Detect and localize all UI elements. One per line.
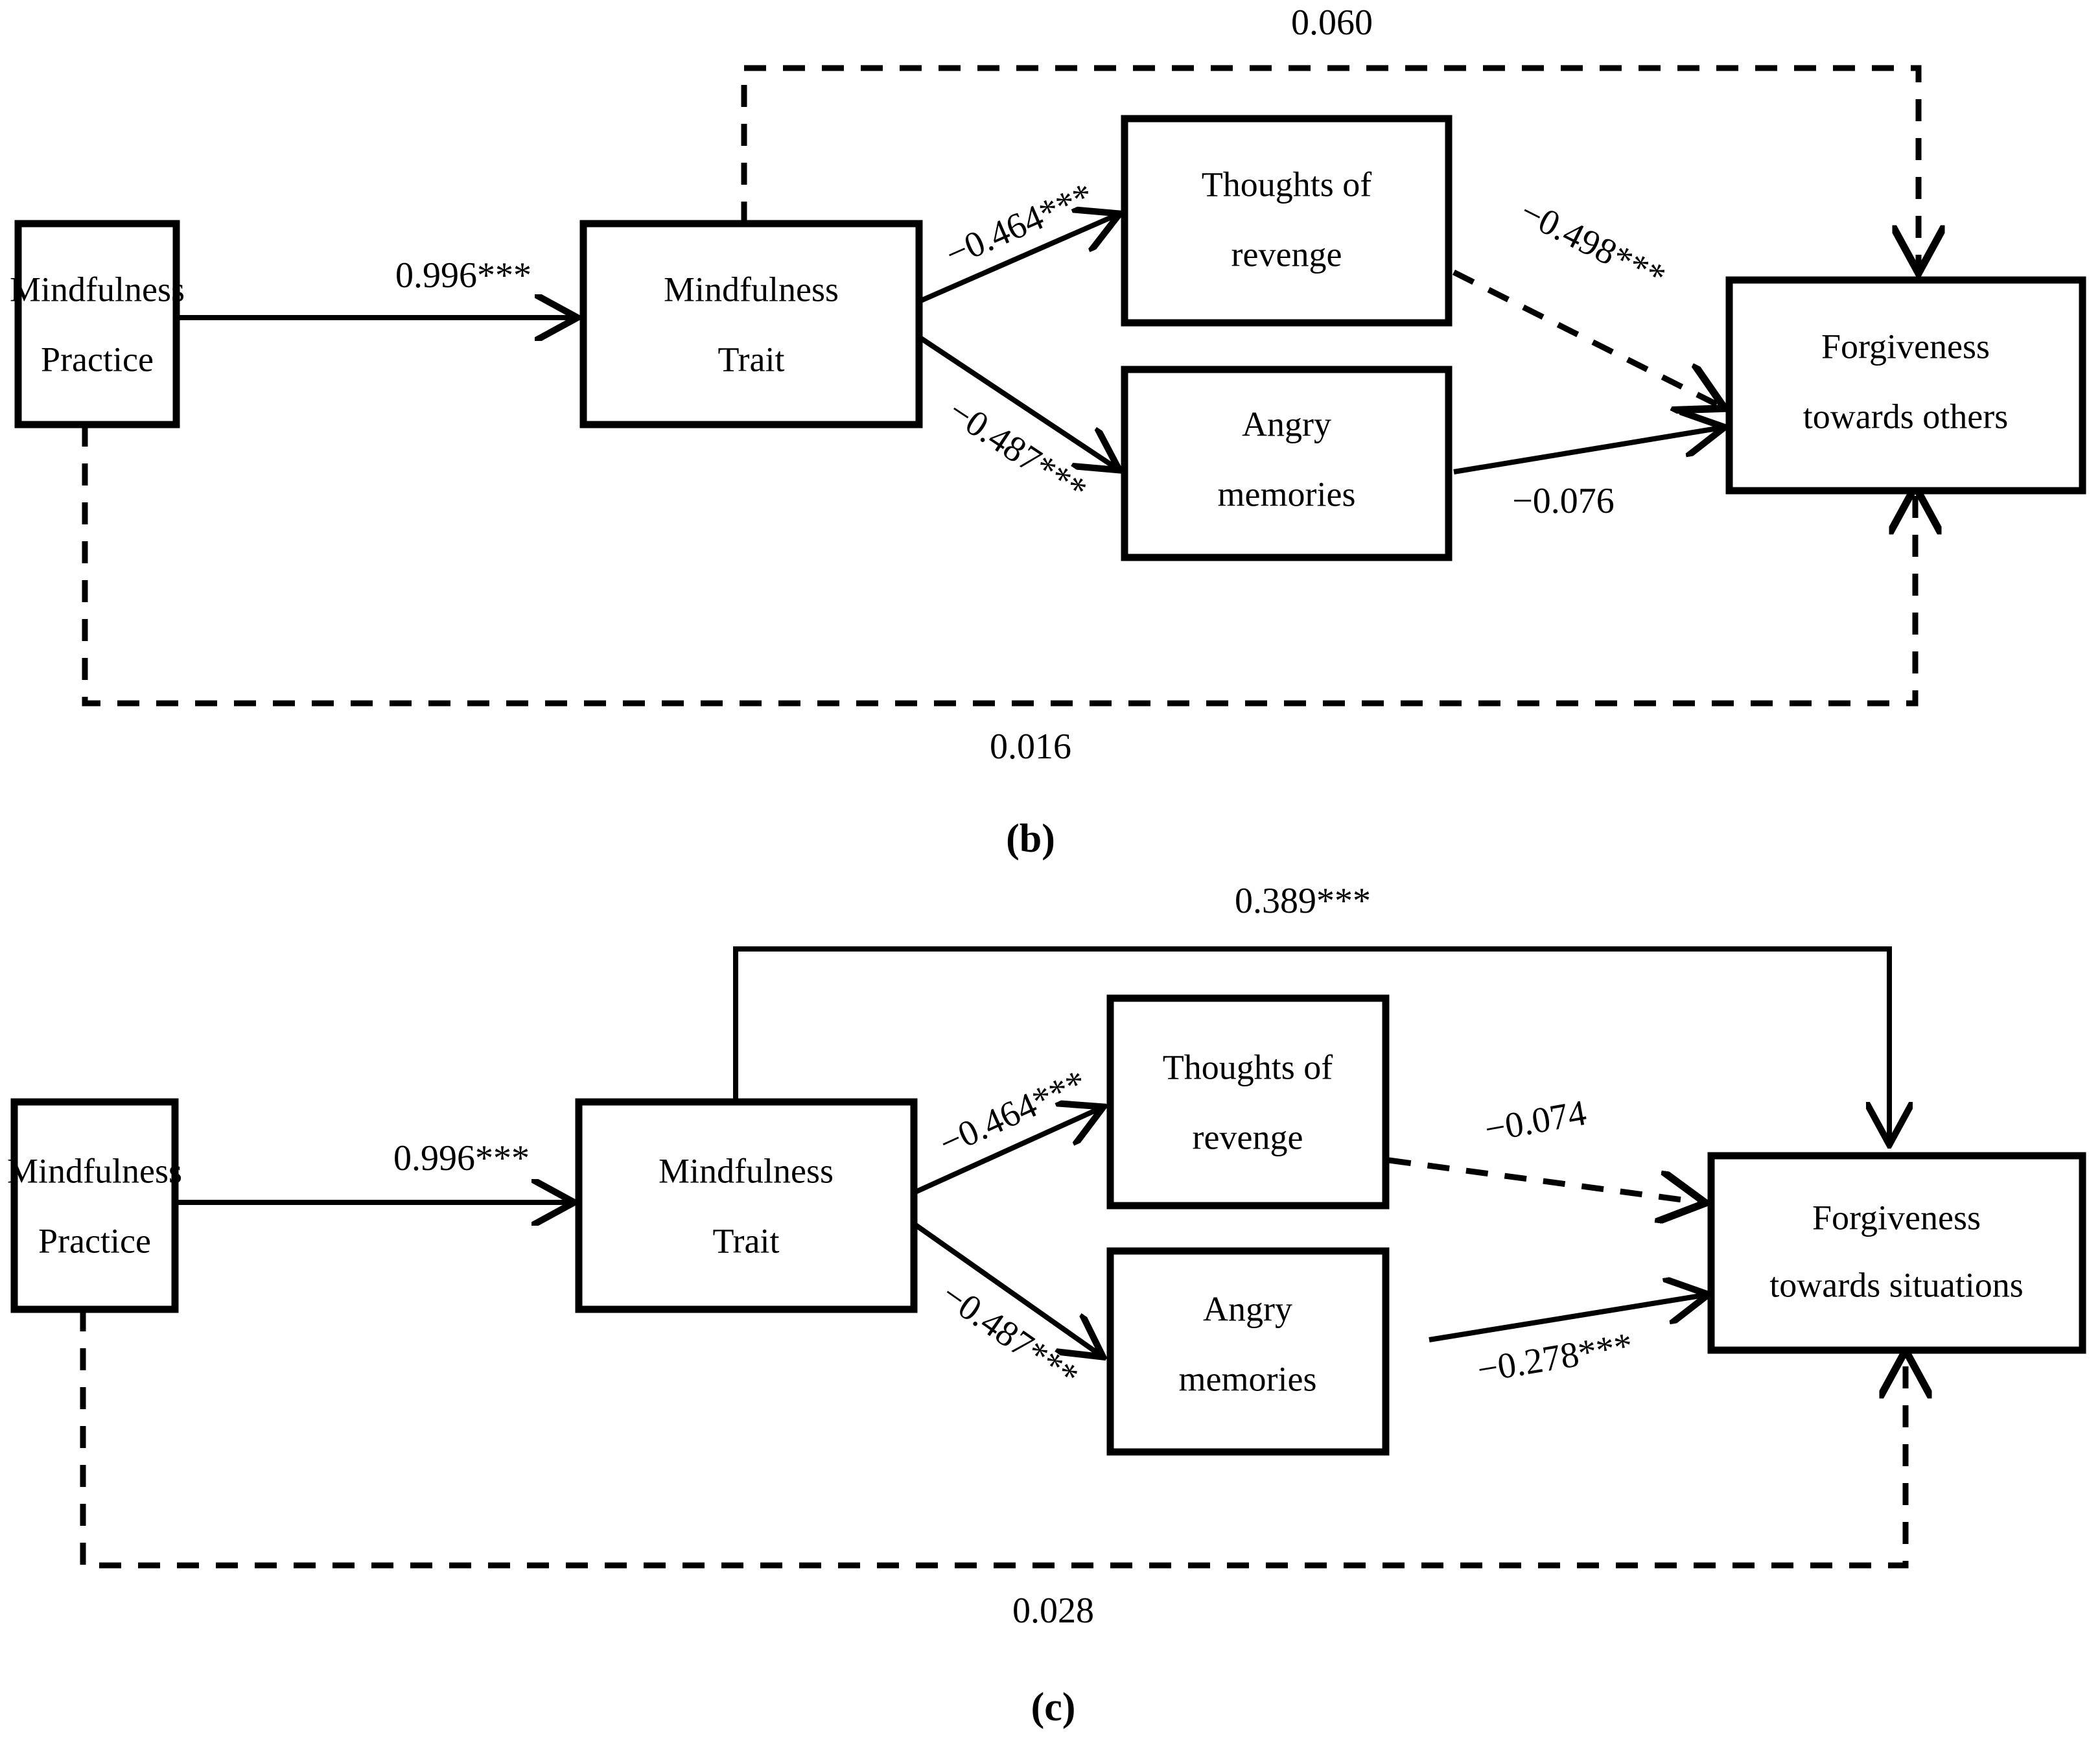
node-mindfulness-practice-b[interactable]: Mindfulness Practice: [10, 220, 185, 428]
node-label-line1: Mindfulness: [10, 270, 185, 309]
node-box: [1725, 276, 2086, 495]
path-label-mp-mt-c: 0.996***: [393, 1138, 530, 1178]
node-label-line2: towards others: [1803, 397, 2008, 436]
node-thoughts-of-revenge-c[interactable]: Thoughts of revenge: [1106, 994, 1390, 1210]
node-label-line1: Thoughts of: [1163, 1047, 1333, 1086]
path-mt-am-line-c: [912, 1221, 1100, 1355]
node-label-line1: Mindfulness: [664, 270, 839, 309]
path-label-mp-mt: 0.996***: [395, 255, 531, 296]
panel-caption-c: (c): [1031, 1685, 1076, 1729]
path-am-fs-line: [1429, 1295, 1705, 1342]
panel-b: 0.060 0.016 0.996*** −0.464*** −0.487***…: [10, 3, 2086, 861]
node-box: [14, 220, 180, 428]
node-thoughts-of-revenge-b[interactable]: Thoughts of revenge: [1121, 115, 1452, 327]
path-tr-fs-line: [1388, 1157, 1701, 1202]
panel-c: 0.389*** 0.028 0.996*** −0.464*** −0.487…: [7, 881, 2086, 1729]
node-box: [1106, 1247, 1390, 1456]
path-mp-fs-direct-line: [80, 1309, 1906, 1569]
node-label-line2: Trait: [718, 340, 784, 379]
node-forgiveness-towards-situations-c[interactable]: Forgiveness towards situations: [1707, 1152, 2086, 1354]
node-box: [1707, 1152, 2086, 1354]
node-label-line2: memories: [1218, 474, 1356, 513]
node-label-line1: Mindfulness: [7, 1151, 182, 1190]
node-mindfulness-practice-c[interactable]: Mindfulness Practice: [7, 1098, 182, 1313]
node-label-line2: memories: [1179, 1359, 1317, 1398]
path-mt-tr-line-c: [913, 1108, 1100, 1195]
node-box: [10, 1098, 179, 1313]
path-label-mp-fs-direct: 0.028: [1012, 1591, 1094, 1631]
path-label-mt-fs-direct: 0.389***: [1235, 881, 1371, 921]
node-box: [1121, 115, 1452, 327]
panel-caption-b: (b): [1006, 817, 1055, 861]
path-mt-fs-direct-line: [733, 946, 1889, 1141]
node-forgiveness-towards-others-b[interactable]: Forgiveness towards others: [1725, 276, 2086, 495]
node-box: [1106, 994, 1390, 1210]
node-label-line1: Forgiveness: [1812, 1198, 1981, 1237]
path-mt-tr-line: [918, 215, 1116, 304]
path-label-mp-fo-direct: 0.016: [990, 727, 1071, 767]
node-label-line1: Forgiveness: [1821, 327, 1990, 366]
node-angry-memories-c[interactable]: Angry memories: [1106, 1247, 1390, 1456]
path-label-mt-fo-direct: 0.060: [1291, 3, 1373, 43]
path-mp-fo-direct-line: [82, 425, 1915, 707]
node-mindfulness-trait-b[interactable]: Mindfulness Trait: [579, 220, 923, 428]
node-label-line2: Trait: [712, 1221, 779, 1260]
node-label-line1: Thoughts of: [1202, 165, 1372, 204]
node-label-line1: Mindfulness: [659, 1151, 834, 1190]
node-label-line2: Practice: [38, 1221, 151, 1260]
path-label-tr-fo: −0.498***: [1513, 191, 1672, 298]
node-label-line2: towards situations: [1769, 1265, 2023, 1304]
node-label-line2: revenge: [1231, 235, 1342, 274]
node-box: [579, 220, 923, 428]
node-box: [1121, 366, 1452, 561]
path-label-am-fs: −0.278***: [1475, 1326, 1635, 1390]
node-angry-memories-b[interactable]: Angry memories: [1121, 366, 1452, 561]
node-label-line2: revenge: [1193, 1117, 1303, 1156]
path-tr-fo-line: [1452, 269, 1721, 406]
path-mt-fo-direct-line: [741, 65, 1919, 269]
path-mt-am-line: [917, 334, 1116, 468]
path-label-tr-fs: −0.074: [1482, 1093, 1589, 1150]
node-label-line2: Practice: [41, 340, 154, 379]
node-box: [575, 1098, 918, 1313]
path-am-fo-line: [1453, 428, 1721, 474]
node-label-line1: Angry: [1242, 404, 1331, 443]
path-label-am-fo: −0.076: [1512, 481, 1615, 521]
node-mindfulness-trait-c[interactable]: Mindfulness Trait: [575, 1098, 918, 1313]
node-label-line1: Angry: [1203, 1289, 1292, 1328]
path-label-mt-am: −0.487***: [941, 391, 1094, 511]
